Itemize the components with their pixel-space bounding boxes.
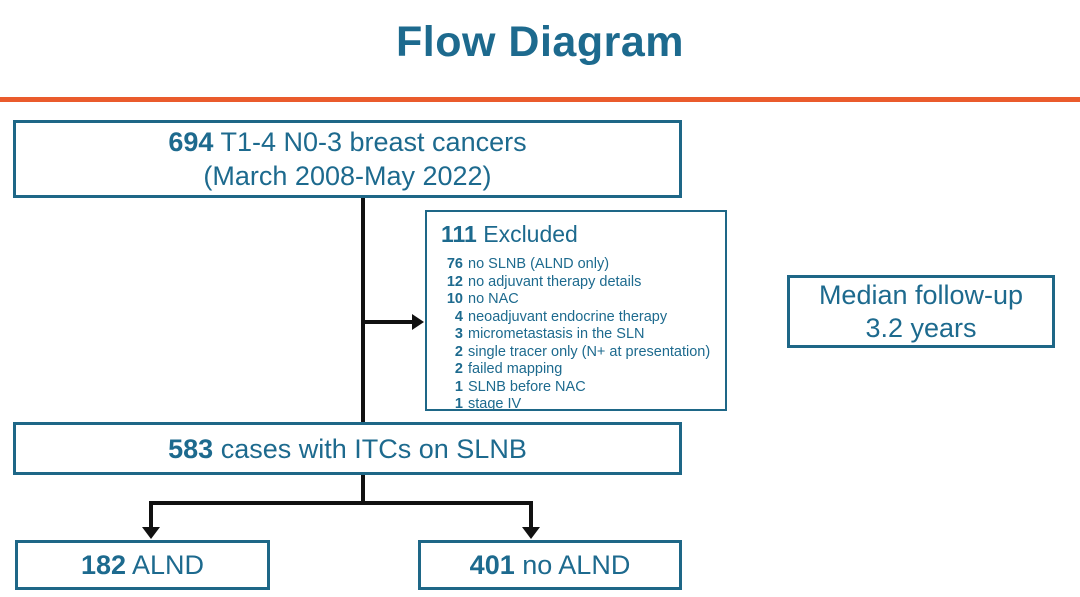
arrowhead-down-left-icon	[142, 527, 160, 539]
no-alnd-count: 401	[469, 550, 515, 580]
arrowhead-right-icon	[412, 314, 424, 330]
cohort-box: 694 T1-4 N0-3 breast cancers (March 2008…	[13, 120, 682, 198]
connector-branch-horizontal	[149, 501, 533, 505]
alnd-count: 182	[80, 550, 126, 580]
page-title: Flow Diagram	[396, 18, 684, 66]
cohort-line1: 694 T1-4 N0-3 breast cancers	[168, 125, 526, 159]
connector-branch-left	[149, 501, 153, 528]
cohort-text: T1-4 N0-3 breast cancers	[220, 127, 527, 157]
alnd-text: ALND	[132, 550, 205, 580]
arrowhead-down-right-icon	[522, 527, 540, 539]
itc-cases-box: 583 cases with ITCs on SLNB	[13, 422, 682, 475]
connector-excluded-line	[363, 320, 412, 324]
itc-count: 583	[168, 433, 214, 464]
cohort-count: 694	[168, 127, 214, 157]
itc-line: 583 cases with ITCs on SLNB	[168, 432, 527, 466]
connector-itc-down	[361, 475, 365, 503]
no-alnd-line: 401 no ALND	[470, 548, 631, 582]
excluded-header: 111 Excluded	[441, 221, 578, 247]
excluded-count: 111	[441, 221, 477, 247]
alnd-box: 182 ALND	[15, 540, 270, 590]
alnd-line: 182 ALND	[81, 548, 204, 582]
median-followup-box: Median follow-up 3.2 years	[787, 275, 1055, 348]
no-alnd-text: no ALND	[522, 550, 631, 580]
orange-divider	[0, 97, 1080, 102]
connector-branch-right	[529, 501, 533, 528]
cohort-line2: (March 2008-May 2022)	[203, 161, 492, 191]
excluded-label: Excluded	[483, 221, 578, 247]
no-alnd-box: 401 no ALND	[418, 540, 682, 590]
median-followup-line1: Median follow-up	[818, 279, 1024, 310]
median-followup-line2: 3.2 years	[865, 312, 977, 343]
connector-vertical-main	[361, 198, 365, 422]
itc-text: cases with ITCs on SLNB	[220, 433, 527, 464]
